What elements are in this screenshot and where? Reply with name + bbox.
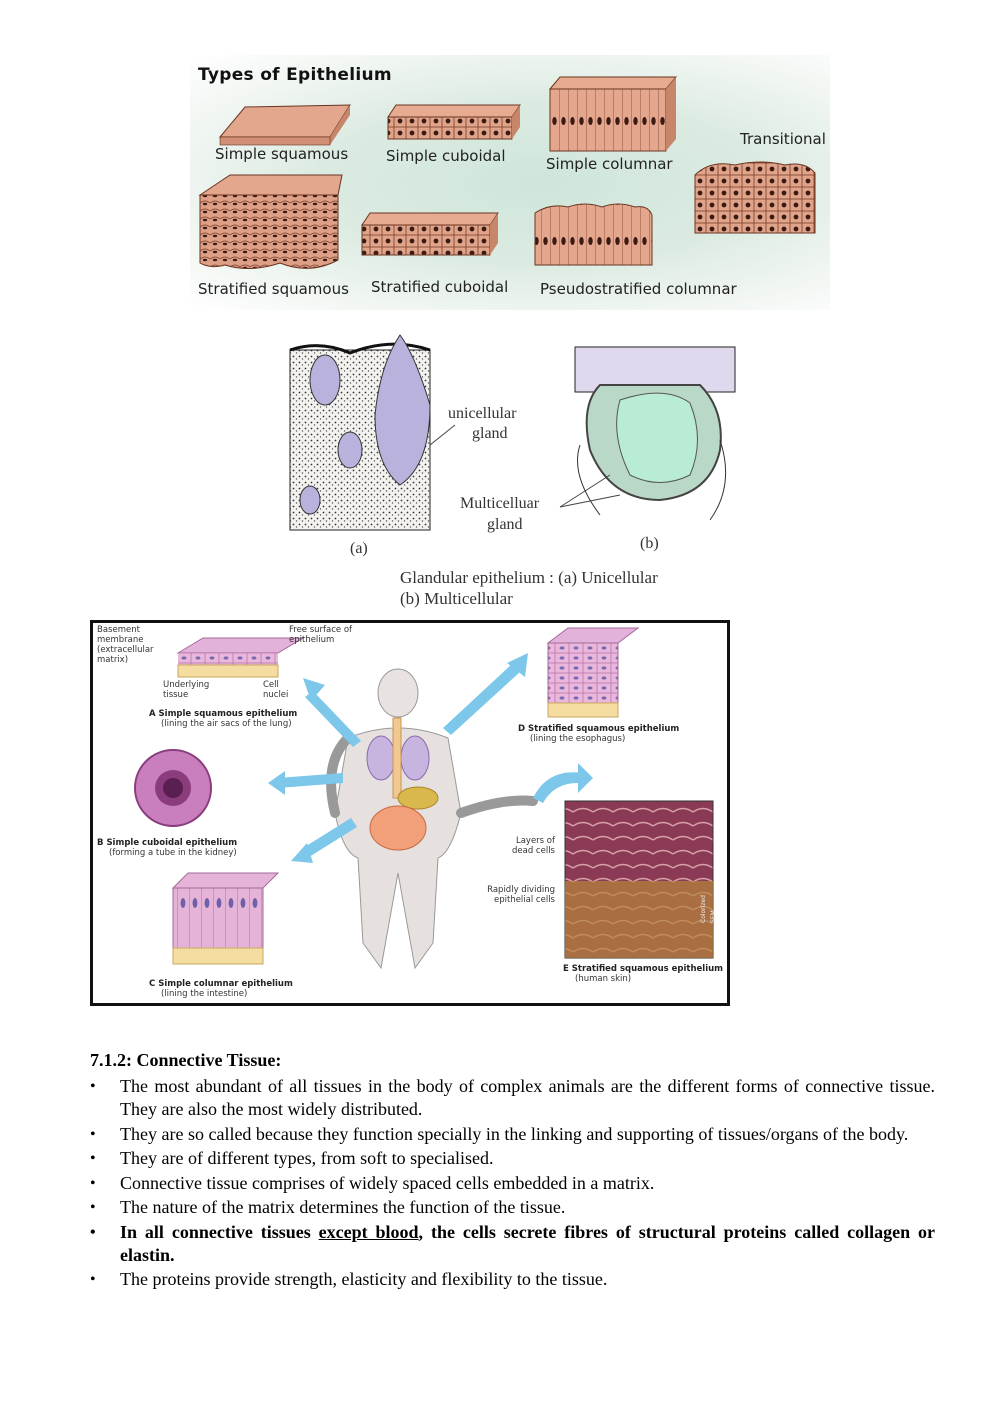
label-a-title: A Simple squamous epithelium	[149, 709, 298, 719]
label-unicellular-gland: gland	[472, 425, 508, 442]
label-multicellular-gland: gland	[487, 516, 523, 533]
gland-illustrations	[289, 334, 736, 531]
label-b-sub: (forming a tube in the kidney)	[109, 848, 237, 858]
label-sem: Colorized SEM	[700, 895, 717, 923]
label-simple-columnar: Simple columnar	[546, 155, 673, 173]
panel-label-a: (a)	[350, 540, 368, 557]
label-b-title: B Simple cuboidal epithelium	[97, 838, 238, 848]
label-pseudostratified-columnar: Pseudostratified columnar	[540, 280, 737, 298]
label-c-sub: (lining the intestine)	[161, 989, 248, 999]
bullet-item: The proteins provide strength, elasticit…	[90, 1268, 935, 1291]
bullet-item-bold: In all connective tissues except blood, …	[90, 1221, 935, 1267]
section-heading: 7.1.2: Connective Tissue:	[90, 1050, 282, 1070]
epithelium-illustrations	[198, 76, 816, 269]
bullet-item: They are of different types, from soft t…	[90, 1147, 935, 1170]
bullet-item: Connective tissue comprises of widely sp…	[90, 1172, 935, 1195]
label-c-title: C Simple columnar epithelium	[149, 979, 293, 989]
label-basement-membrane: Basement membrane (extracellular matrix)	[97, 625, 154, 665]
label-stratified-cuboidal: Stratified cuboidal	[371, 278, 509, 296]
figure-title: Types of Epithelium	[198, 65, 392, 85]
bullet-item: They are so called because they function…	[90, 1123, 935, 1146]
label-d-title: D Stratified squamous epithelium	[518, 724, 680, 734]
figure-caption-line1: Glandular epithelium : (a) Unicellular	[400, 568, 658, 587]
label-layers-dead-cells: Layers of dead cells	[512, 836, 555, 856]
epithelium-body-figure: Basement membrane (extracellular matrix)…	[90, 620, 730, 1006]
bold-part1: In all connective tissues	[120, 1221, 319, 1242]
label-multicellular: Multicelluar	[460, 495, 540, 512]
label-cell-nuclei: Cell nuclei	[263, 680, 289, 700]
epithelium-types-figure: Types of Epithelium	[190, 55, 830, 310]
label-stratified-squamous: Stratified squamous	[198, 280, 349, 298]
label-simple-squamous: Simple squamous	[215, 145, 349, 163]
connective-tissue-list: The most abundant of all tissues in the …	[90, 1075, 935, 1293]
label-simple-cuboidal: Simple cuboidal	[386, 147, 506, 165]
bullet-item: The nature of the matrix determines the …	[90, 1196, 935, 1219]
label-e-sub: (human skin)	[575, 974, 632, 984]
label-free-surface: Free surface of epithelium	[289, 625, 353, 645]
label-unicellular: unicellular	[448, 405, 517, 422]
label-rapidly-dividing: Rapidly dividing epithelial cells	[487, 885, 555, 905]
body-epithelium-illustration	[134, 627, 714, 970]
bold-part2: , the cells secrete fibres of structural…	[120, 1221, 935, 1265]
glandular-epithelium-figure: unicellular gland Multicelluar gland (a)…	[280, 325, 740, 610]
label-underlying-tissue: Underlying tissue	[163, 680, 210, 700]
panel-label-b: (b)	[640, 535, 659, 552]
bullet-item: The most abundant of all tissues in the …	[90, 1075, 935, 1121]
label-transitional: Transitional	[740, 130, 826, 148]
label-d-sub: (lining the esophagus)	[530, 734, 626, 744]
label-e-title: E Stratified squamous epithelium	[563, 964, 724, 974]
figure-caption-line2: (b) Multicellular	[400, 589, 513, 608]
underlined-except-blood: except blood	[318, 1221, 419, 1242]
label-a-sub: (lining the air sacs of the lung)	[161, 719, 292, 729]
